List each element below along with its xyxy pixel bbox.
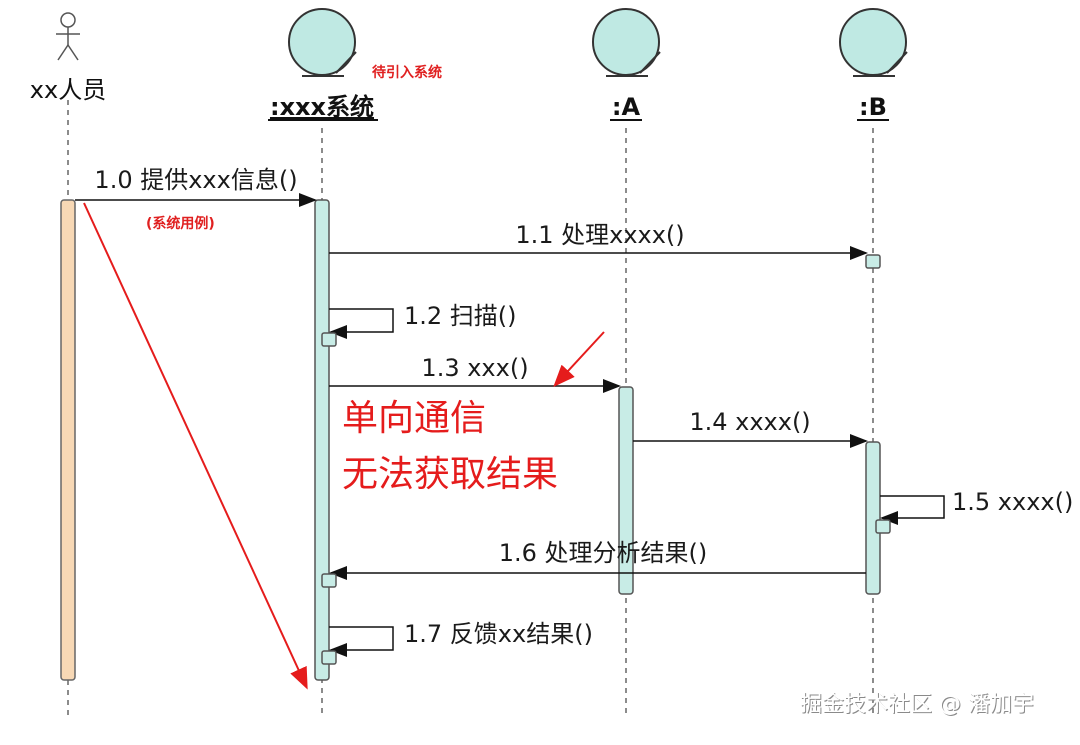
- message-1-7-arrow: [329, 626, 394, 657]
- system-entity-icon: [288, 8, 357, 77]
- system-small-activation-2: [321, 573, 337, 588]
- system-use-case-note: (系统用例): [146, 215, 215, 232]
- b-small-activation-2: [875, 519, 891, 534]
- b-small-activation-1: [865, 254, 881, 269]
- message-1-0-label: 1.0 提供xxx信息(): [94, 166, 297, 194]
- message-1-3-label: 1.3 xxx(): [421, 354, 528, 382]
- b-activation-bar: [865, 441, 881, 595]
- message-1-2-arrow: [329, 308, 394, 339]
- system-small-activation-1: [321, 332, 337, 347]
- watermark-shadow: 掘金技术社区 @ 潘加宇: [801, 693, 1035, 718]
- one-way-note-line2: 无法获取结果: [342, 454, 558, 495]
- message-1-6-label: 1.6 处理分析结果(): [499, 539, 708, 567]
- watermark: 掘金技术社区 @ 潘加宇: [800, 692, 1034, 717]
- message-1-4-label: 1.4 xxxx(): [689, 408, 810, 436]
- message-1-2-label: 1.2 扫描(): [404, 302, 517, 330]
- a-activation-bar: [618, 386, 634, 595]
- message-1-7-label: 1.7 反馈xx结果(): [404, 620, 593, 648]
- to-be-introduced-note: 待引入系统: [372, 64, 442, 81]
- actor-activation-bar: [60, 199, 76, 681]
- system-small-activation-3: [321, 650, 337, 665]
- actor-label: xx人员: [30, 76, 106, 104]
- message-1-1-label: 1.1 处理xxxx(): [515, 221, 684, 249]
- system-object-label: :xxx系统: [270, 93, 374, 121]
- b-object-label: :B: [859, 93, 887, 121]
- system-activation-bar: [314, 199, 330, 681]
- a-object-label: :A: [612, 93, 641, 121]
- message-1-5-arrow: [880, 495, 945, 525]
- message-1-5-label: 1.5 xxxx(): [952, 488, 1073, 516]
- red-diagonal-arrow: [83, 202, 308, 690]
- red-pointer-arrow: [553, 331, 605, 387]
- actor-icon: [56, 12, 80, 61]
- b-entity-icon: [839, 8, 908, 77]
- one-way-note-line1: 单向通信: [342, 398, 486, 439]
- a-entity-icon: [592, 8, 661, 77]
